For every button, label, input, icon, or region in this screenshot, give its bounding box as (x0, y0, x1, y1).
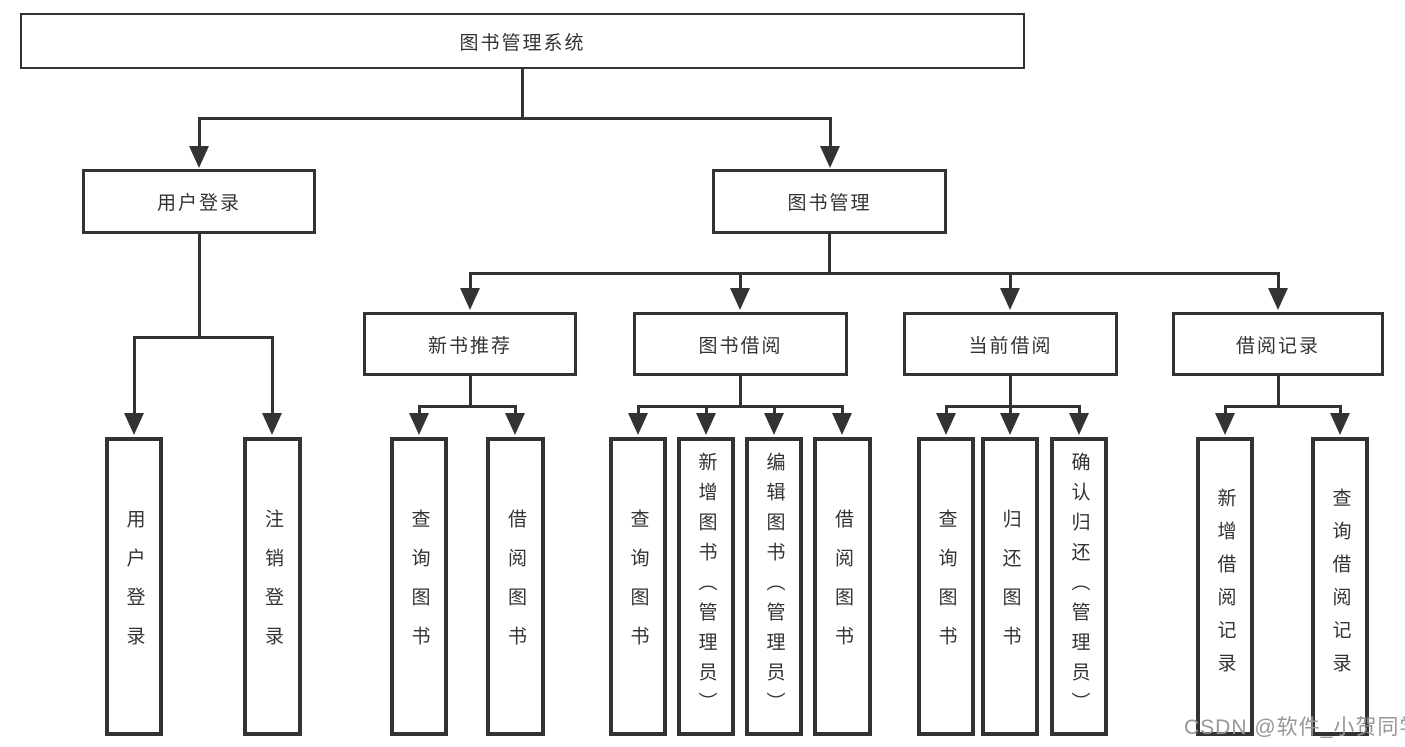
connector-arrow-shaft (841, 405, 844, 415)
connector-arrow-shaft (198, 117, 201, 148)
connector-hline (469, 272, 1279, 275)
arrow-down-icon (936, 413, 956, 435)
leaf-borrow-books-borrowing: 借阅图书 (813, 437, 872, 736)
connector-arrow-shaft (773, 405, 776, 415)
connector-arrow-shaft (1009, 272, 1012, 290)
arrow-down-icon (505, 413, 525, 435)
connector-arrow-shaft (1224, 405, 1227, 415)
connector-arrow-shaft (739, 272, 742, 290)
leaf-edit-book-admin: 编辑图书（管理员） (745, 437, 803, 736)
connector-arrow-shaft (945, 405, 948, 415)
connector-arrow-shaft (1009, 405, 1012, 415)
leaf-add-book-admin: 新增图书（管理员） (677, 437, 735, 736)
connector-arrow-shaft (514, 405, 517, 415)
leaf-logout: 注销登录 (243, 437, 302, 736)
arrow-down-icon (409, 413, 429, 435)
connector-arrow-shaft (1339, 405, 1342, 415)
connector-hline (1224, 405, 1341, 408)
connector-stem (828, 234, 831, 275)
connector-arrow-shaft (637, 405, 640, 415)
node-library-management-system: 图书管理系统 (20, 13, 1025, 69)
connector-arrow-shaft (705, 405, 708, 415)
arrow-down-icon (1000, 288, 1020, 310)
node-book-management: 图书管理 (712, 169, 947, 234)
node-book-borrowing: 图书借阅 (633, 312, 848, 376)
arrow-down-icon (820, 146, 840, 168)
leaf-return-book: 归还图书 (981, 437, 1039, 736)
arrow-down-icon (1069, 413, 1089, 435)
arrow-down-icon (1330, 413, 1350, 435)
leaf-query-borrow-record: 查询借阅记录 (1311, 437, 1369, 736)
connector-hline (637, 405, 843, 408)
watermark: CSDN @软件_小贺同学 (1184, 716, 1405, 739)
leaf-borrow-books-recommend: 借阅图书 (486, 437, 545, 736)
arrow-down-icon (1000, 413, 1020, 435)
arrow-down-icon (189, 146, 209, 168)
connector-hline (198, 117, 831, 120)
leaf-add-borrow-record: 新增借阅记录 (1196, 437, 1254, 736)
connector-stem (739, 376, 742, 408)
arrow-down-icon (832, 413, 852, 435)
connector-arrow-shaft (1277, 272, 1280, 290)
connector-hline (418, 405, 516, 408)
arrow-down-icon (1215, 413, 1235, 435)
connector-arrow-shaft (829, 117, 832, 148)
arrow-down-icon (696, 413, 716, 435)
node-user-login: 用户登录 (82, 169, 316, 234)
leaf-query-books-recommend: 查询图书 (390, 437, 448, 736)
connector-arrow-shaft (418, 405, 421, 415)
connector-arrow-shaft (1078, 405, 1081, 415)
connector-arrow-shaft (271, 336, 274, 415)
leaf-query-books-borrowing: 查询图书 (609, 437, 667, 736)
arrow-down-icon (764, 413, 784, 435)
node-current-borrowing: 当前借阅 (903, 312, 1118, 376)
arrow-down-icon (460, 288, 480, 310)
connector-stem (1009, 376, 1012, 408)
leaf-user-login: 用户登录 (105, 437, 163, 736)
connector-stem (198, 234, 201, 339)
connector-hline (133, 336, 273, 339)
connector-stem (1277, 376, 1280, 408)
arrow-down-icon (1268, 288, 1288, 310)
arrow-down-icon (124, 413, 144, 435)
connector-arrow-shaft (133, 336, 136, 415)
connector-arrow-shaft (469, 272, 472, 290)
arrow-down-icon (628, 413, 648, 435)
leaf-confirm-return-admin: 确认归还（管理员） (1050, 437, 1108, 736)
connector-stem (521, 69, 524, 120)
node-new-book-recommend: 新书推荐 (363, 312, 577, 376)
connector-stem (469, 376, 472, 408)
connector-hline (945, 405, 1080, 408)
arrow-down-icon (730, 288, 750, 310)
leaf-query-books-current: 查询图书 (917, 437, 975, 736)
arrow-down-icon (262, 413, 282, 435)
node-borrowing-records: 借阅记录 (1172, 312, 1384, 376)
